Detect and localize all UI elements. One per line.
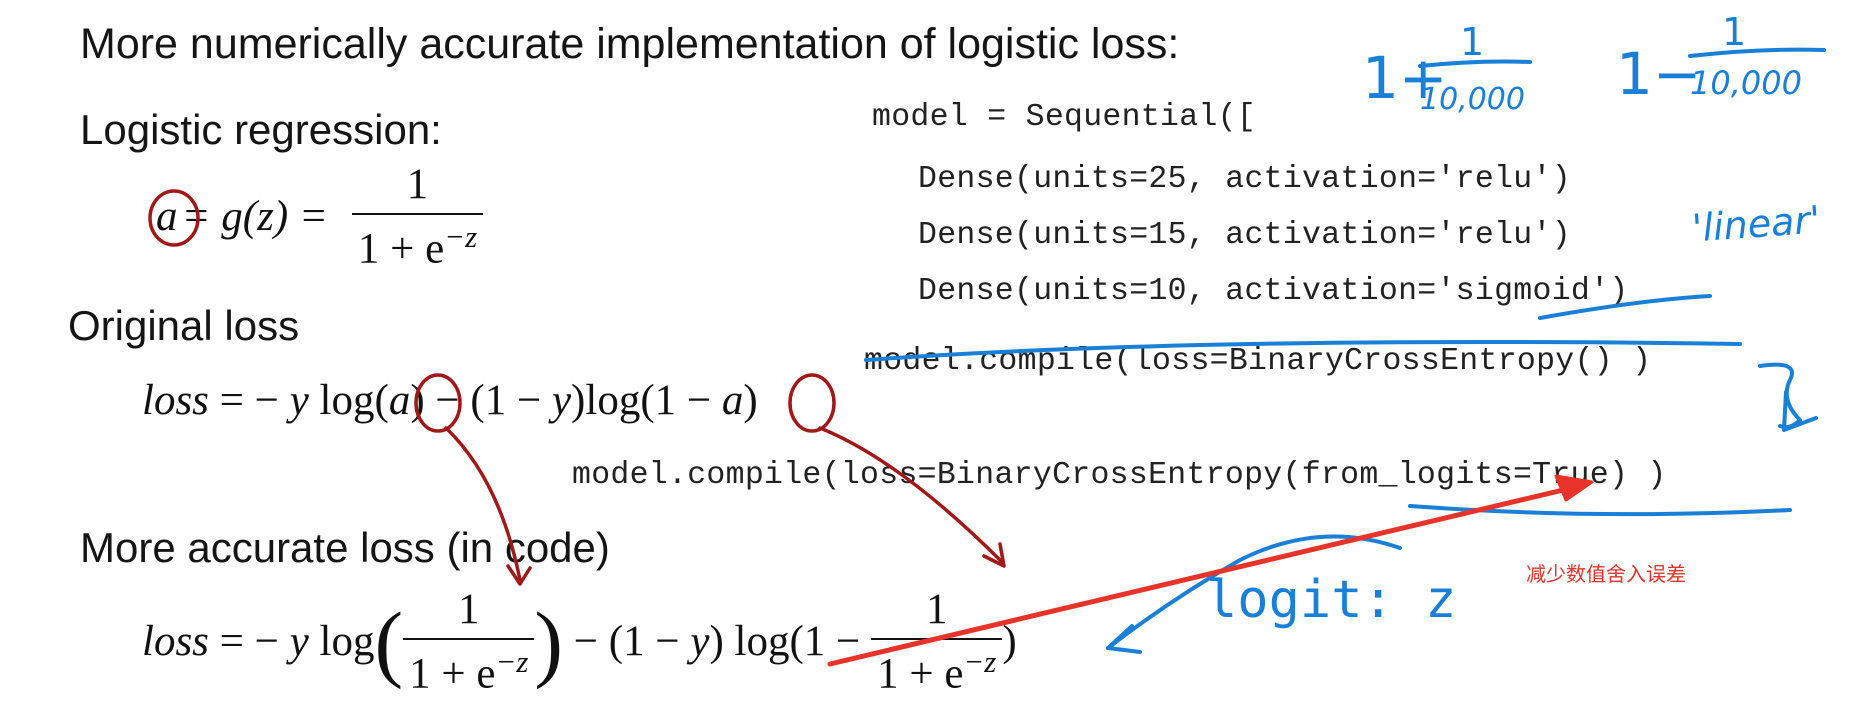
sigmoid-denominator: 1 + e: [357, 225, 445, 273]
original-loss-formula: loss = − y log(a) − (1 − y)log(1 − a): [142, 376, 758, 425]
ink-arrow-logit: [1106, 534, 1402, 650]
label-y: y: [690, 618, 710, 666]
formula-part: = −: [208, 618, 290, 666]
frac-numerator: 1: [458, 586, 480, 633]
code-line-compile-logits: model.compile(loss=BinaryCrossEntropy(fr…: [572, 458, 1667, 493]
ink-arrowhead: [506, 564, 532, 586]
label-y: y: [289, 618, 309, 666]
label-y: y: [289, 377, 309, 424]
sigmoid-formula: a = g(z) = 1 1 + e−z: [156, 160, 484, 273]
right-paren: ): [534, 593, 564, 690]
handwritten-logit-z: logit: z: [1206, 570, 1457, 630]
ink-circle-a: [414, 373, 462, 433]
logistic-regression-heading: Logistic regression:: [80, 106, 442, 153]
ink-squiggle-arrowhead: [1782, 390, 1818, 432]
handwritten-denominator: 10,000: [1690, 64, 1802, 102]
formula-part: ): [743, 377, 758, 424]
frac-sigmoid-1: 1 1 + e−z: [403, 585, 535, 698]
activation-a: a: [388, 377, 411, 424]
handwritten-numerator: 1: [1722, 10, 1747, 54]
formula-part: log(: [308, 377, 389, 424]
handwritten-numerator: 1: [1460, 20, 1485, 64]
formula-part: ) − (1 −: [410, 377, 552, 424]
formula-part: = −: [208, 377, 290, 424]
loss-symbol: loss: [142, 618, 209, 666]
frac-denominator: 1 + e: [409, 650, 496, 698]
formula-part: − (1 −: [563, 618, 691, 666]
code-line-sequential: model = Sequential([: [872, 100, 1257, 135]
ink-arrowhead-logit: [1106, 624, 1142, 654]
red-arrowhead: [1554, 474, 1594, 502]
ink-circle-a: [148, 189, 200, 247]
frac-denominator: 1 + e: [877, 650, 964, 698]
ink-fraction-bar: [1418, 59, 1532, 68]
frac-numerator: 1: [925, 586, 948, 633]
ink-circle-a: [788, 373, 836, 433]
ink-fraction-bar: [1688, 47, 1826, 58]
accurate-loss-heading: More accurate loss (in code): [80, 524, 610, 571]
left-paren: (: [374, 593, 404, 690]
handwritten-one-minus: 1−: [1616, 40, 1702, 108]
frac-exponent: −z: [495, 644, 529, 679]
sigmoid-fraction: 1 1 + e−z: [351, 160, 484, 273]
formula-part: ) log(1 −: [709, 618, 872, 666]
code-line-dense-10: Dense(units=10, activation='sigmoid'): [918, 274, 1629, 309]
formula-part: )log(1 −: [571, 377, 722, 424]
loss-symbol: loss: [142, 377, 209, 424]
red-arrow-to-logits: [827, 483, 1583, 667]
ink-underline-logits: [1408, 504, 1792, 517]
formula-part: ): [1002, 618, 1017, 666]
handwritten-one-plus: 1+: [1362, 44, 1448, 112]
frac-exponent: −z: [963, 644, 997, 679]
sigmoid-numerator: 1: [406, 161, 429, 208]
code-line-compile-old: model.compile(loss=BinaryCrossEntropy() …: [864, 344, 1652, 379]
activation-a: a: [156, 193, 178, 241]
ink-strike-compile: [864, 340, 1742, 362]
ink-arrow-a-left: [444, 426, 522, 582]
handwritten-denominator: 10,000: [1420, 82, 1525, 117]
label-y: y: [551, 377, 572, 424]
ink-squiggle-arrow: [1758, 362, 1802, 430]
frac-sigmoid-2: 1 1 + e−z: [871, 585, 1003, 698]
accurate-loss-formula: loss = − y log ( 1 1 + e−z ) − (1 − y ) …: [142, 585, 1017, 698]
sigmoid-exponent: −z: [444, 219, 478, 254]
page-title: More numerically accurate implementation…: [80, 20, 1180, 68]
ink-arrowhead: [982, 542, 1006, 568]
formula-part: log: [308, 618, 375, 666]
ink-arrow-a-right: [818, 426, 1004, 564]
code-line-dense-15: Dense(units=15, activation='relu'): [918, 218, 1571, 253]
code-line-dense-25: Dense(units=25, activation='relu'): [918, 162, 1571, 197]
ink-strike-sigmoid: [1538, 294, 1712, 320]
activation-a: a: [721, 377, 744, 424]
sigmoid-eq-lhs: = g(z) =: [181, 193, 328, 241]
original-loss-heading: Original loss: [68, 302, 300, 349]
rounding-error-note: 减少数值舍入误差: [1526, 562, 1686, 586]
